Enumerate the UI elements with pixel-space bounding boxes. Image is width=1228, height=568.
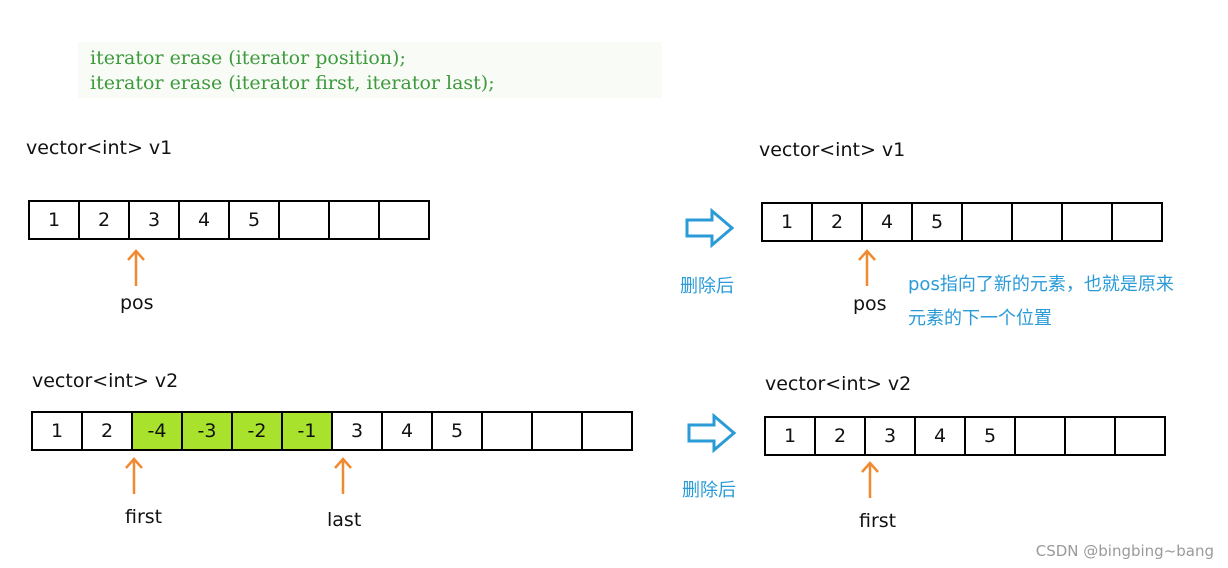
note-line-2: 元素的下一个位置 [908, 308, 1052, 329]
v1-after-array: 1 2 4 5 [761, 202, 1163, 242]
last-arrow-up-icon [334, 457, 352, 494]
v2-before-cell-10 [531, 411, 583, 451]
v1-before-cell-4: 5 [228, 200, 280, 240]
v2-before-array: 1 2 -4 -3 -2 -1 3 4 5 [31, 411, 633, 451]
v1-before-array: 1 2 3 4 5 [28, 200, 430, 240]
v2-before-cell-9 [481, 411, 533, 451]
pos-after-arrow-up-icon [858, 249, 876, 286]
code-line-2: iterator erase (iterator first, iterator… [90, 72, 495, 94]
v1-after-cell-4 [961, 202, 1013, 242]
v1-before-cell-2: 3 [128, 200, 180, 240]
v1-before-cell-6 [328, 200, 380, 240]
v2-after-cell-1: 2 [814, 416, 866, 456]
first-arrow-up-icon [125, 457, 143, 494]
v1-before-pos-label: pos [120, 292, 154, 314]
delete-label-2: 删除后 [682, 480, 736, 501]
v2-before-cell-7: 4 [381, 411, 433, 451]
code-line-1: iterator erase (iterator position); [90, 47, 406, 69]
v1-before-title: vector<int> v1 [26, 137, 173, 159]
v2-before-last-label: last [327, 509, 362, 531]
v1-after-cell-7 [1111, 202, 1163, 242]
v1-after-title: vector<int> v1 [759, 139, 906, 161]
v2-after-title: vector<int> v2 [765, 373, 912, 395]
v1-after-cell-3: 5 [911, 202, 963, 242]
v2-before-cell-3: -3 [181, 411, 233, 451]
v1-after-cell-5 [1011, 202, 1063, 242]
v2-before-cell-5: -1 [281, 411, 333, 451]
v2-after-cell-6 [1064, 416, 1116, 456]
watermark: CSDN @bingbing~bang [1035, 542, 1214, 560]
v2-before-cell-4: -2 [231, 411, 283, 451]
note-line-1: pos指向了新的元素，也就是原来 [908, 274, 1174, 295]
pos-explanation-note: pos指向了新的元素，也就是原来 元素的下一个位置 [908, 268, 1208, 336]
v1-before-cell-0: 1 [28, 200, 80, 240]
v1-before-cell-7 [378, 200, 430, 240]
v2-after-cell-4: 5 [964, 416, 1016, 456]
v2-before-first-label: first [125, 506, 163, 528]
v2-before-cell-8: 5 [431, 411, 483, 451]
v2-after-cell-7 [1114, 416, 1166, 456]
v2-before-cell-1: 2 [81, 411, 133, 451]
v2-after-cell-5 [1014, 416, 1066, 456]
delete-arrow-right-icon [685, 208, 735, 248]
v2-before-title: vector<int> v2 [32, 370, 179, 392]
v2-before-cell-11 [581, 411, 633, 451]
pos-arrow-up-icon [127, 249, 145, 286]
v2-before-cell-6: 3 [331, 411, 383, 451]
v1-after-pos-label: pos [853, 293, 887, 315]
v2-before-cell-0: 1 [31, 411, 83, 451]
v1-after-cell-0: 1 [761, 202, 813, 242]
v2-before-cell-2: -4 [131, 411, 183, 451]
v2-after-array: 1 2 3 4 5 [764, 416, 1166, 456]
code-snippet: iterator erase (iterator position); iter… [78, 42, 662, 98]
v1-after-cell-2: 4 [861, 202, 913, 242]
first-after-arrow-up-icon [861, 461, 879, 498]
delete-label-1: 删除后 [680, 276, 734, 297]
v1-before-cell-5 [278, 200, 330, 240]
v2-after-cell-3: 4 [914, 416, 966, 456]
v1-before-cell-3: 4 [178, 200, 230, 240]
v2-after-cell-2: 3 [864, 416, 916, 456]
v1-after-cell-1: 2 [811, 202, 863, 242]
v1-before-cell-1: 2 [78, 200, 130, 240]
delete-arrow-right-icon-2 [687, 413, 737, 453]
v2-after-first-label: first [859, 510, 897, 532]
v1-after-cell-6 [1061, 202, 1113, 242]
v2-after-cell-0: 1 [764, 416, 816, 456]
